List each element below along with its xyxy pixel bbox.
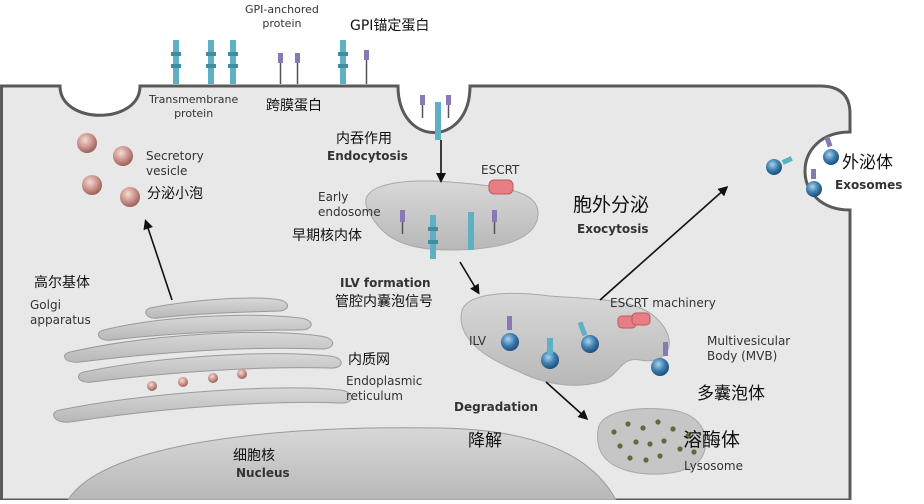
nucleus-label: Nucleus xyxy=(236,466,290,480)
exosomes-pocket xyxy=(766,136,839,197)
early-endosome xyxy=(365,180,539,259)
mvb-label: Multivesicular Body (MVB) xyxy=(707,334,791,363)
golgi-cn-label: 高尔基体 xyxy=(34,275,90,291)
golgi-vesicles xyxy=(147,369,247,391)
ilv-formation-label: ILV formation xyxy=(340,276,431,290)
endocytosis-cn-label: 内吞作用 xyxy=(336,131,392,147)
gpi-anchored-label: GPI-anchored protein xyxy=(245,3,319,30)
escrt-machinery-label: ESCRT machinery xyxy=(610,296,716,310)
endocytosis-label: Endocytosis xyxy=(327,149,408,163)
secretory-vesicles xyxy=(77,133,140,207)
er-label: Endoplasmic reticulum xyxy=(346,374,423,403)
exocytosis-arrow xyxy=(599,186,729,301)
pathway-arrows xyxy=(143,140,729,421)
escrt-machinery-icon xyxy=(617,312,651,329)
ilv-label: ILV xyxy=(469,334,487,348)
golgi-secretion-arrow xyxy=(143,219,173,301)
nucleus xyxy=(67,427,617,501)
lysosome xyxy=(597,408,707,475)
early-endosome-label: Early endosome xyxy=(318,190,381,219)
er-cn-label: 内质网 xyxy=(348,352,390,368)
exocytosis-cn-label: 胞外分泌 xyxy=(573,194,650,216)
nucleus-cn-label: 细胞核 xyxy=(233,448,275,464)
lysosome-label: Lysosome xyxy=(684,459,743,473)
transmembrane-cn-label: 跨膜蛋白 xyxy=(266,98,322,114)
gpi-anchored-proteins xyxy=(278,50,369,84)
ilv-formation-arrow xyxy=(459,261,480,295)
exocytosis-label: Exocytosis xyxy=(577,222,649,236)
degradation-label: Degradation xyxy=(454,400,539,414)
ilv-formation-cn-label: 管腔内囊泡信号 xyxy=(335,294,433,310)
escrt-icon xyxy=(488,179,514,195)
degradation-cn-label: 降解 xyxy=(468,431,502,451)
cell-left-edge xyxy=(0,86,3,500)
degradation-arrow xyxy=(545,381,589,421)
multivesicular-body xyxy=(460,292,670,386)
secretory-vesicle-cn-label: 分泌小泡 xyxy=(147,186,203,202)
gpi-anchored-cn-label: GPI锚定蛋白 xyxy=(350,18,430,34)
transmembrane-label: Transmembrane protein xyxy=(149,93,239,120)
exosomes-label: Exosomes xyxy=(835,178,903,192)
golgi-label: Golgi apparatus xyxy=(30,298,91,327)
endoplasmic-reticulum xyxy=(53,387,353,423)
golgi-apparatus xyxy=(64,297,342,383)
transmembrane-proteins xyxy=(171,40,348,84)
mvb-cn-label: 多囊泡体 xyxy=(697,384,765,404)
exosomes-cn-label: 外泌体 xyxy=(842,153,893,173)
endocytic-pit-proteins xyxy=(420,95,451,140)
lysosome-cn-label: 溶酶体 xyxy=(683,429,741,451)
escrt-label: ESCRT xyxy=(481,163,520,177)
early-endosome-cn-label: 早期核内体 xyxy=(292,228,362,244)
secretory-vesicle-label: Secretory vesicle xyxy=(146,149,204,178)
